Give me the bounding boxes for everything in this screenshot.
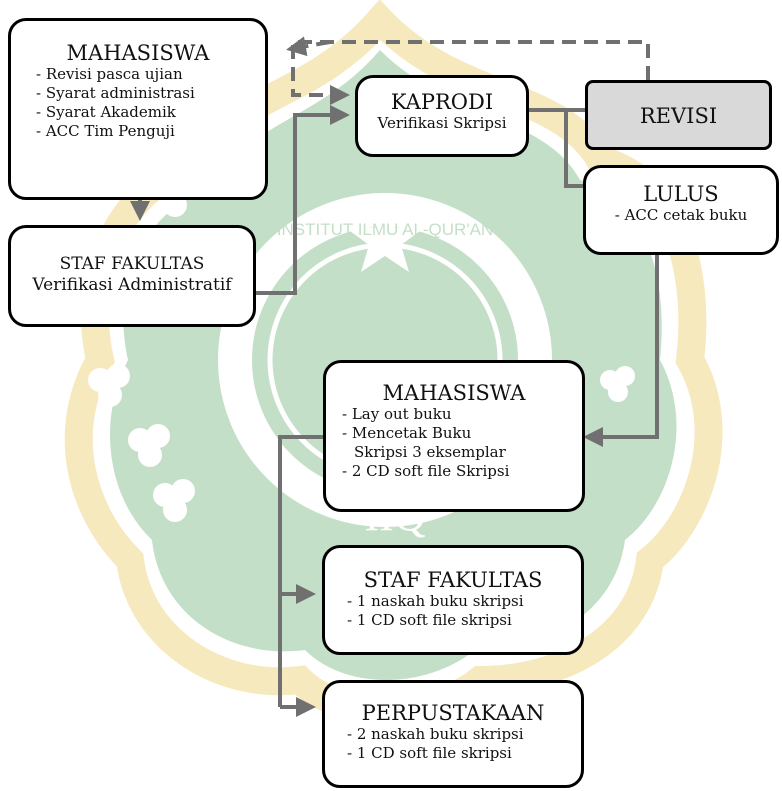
box-subtitle: Verifikasi Skripsi [377, 114, 507, 132]
box-lulus: LULUS - ACC cetak buku [583, 165, 779, 255]
box-revisi: REVISI [585, 80, 772, 150]
box-mahasiswa-submit: MAHASISWA - Revisi pasca ujian - Syarat … [8, 18, 268, 200]
list-item: - ACC Tim Penguji [36, 122, 175, 140]
box-title: REVISI [639, 104, 718, 128]
arrow-revisi-to-mahasiswa [291, 40, 650, 105]
list-item: - Syarat administrasi [36, 84, 195, 102]
arrow-revisi-to-mahasiswa-head [286, 36, 331, 57]
line-mahasiswa-left [278, 435, 323, 707]
box-subtitle: Verifikasi Administratif [32, 275, 232, 295]
box-title: PERPUSTAKAAN [361, 701, 545, 725]
list-item: - Mencetak Buku [342, 424, 472, 442]
list-item: - 2 CD soft file Skripsi [342, 462, 510, 480]
list-item: - Lay out buku [342, 405, 452, 423]
list-item: - 1 CD soft file skripsi [347, 744, 512, 762]
line-kaprodi-to-lulus [564, 110, 583, 188]
list-item: - 2 naskah buku skripsi [347, 725, 524, 743]
list-item: - 1 naskah buku skripsi [347, 592, 524, 610]
box-subtitle: - ACC cetak buku [614, 206, 748, 224]
box-title: STAF FAKULTAS [363, 568, 543, 592]
watermark-star-icon [346, 200, 424, 272]
box-title: STAF FAKULTAS [59, 254, 205, 274]
box-staf-fakultas-penyerahan: STAF FAKULTAS - 1 naskah buku skripsi - … [322, 545, 584, 655]
list-item: - Syarat Akademik [36, 103, 176, 121]
box-title: KAPRODI [390, 90, 494, 114]
watermark-ring-text: INSTITUT ILMU AL-QUR'AN [277, 220, 493, 239]
box-title: MAHASISWA [382, 381, 526, 405]
box-mahasiswa-cetak: MAHASISWA - Lay out buku - Mencetak Buku… [323, 360, 585, 512]
list-item: Skripsi 3 eksemplar [354, 443, 506, 461]
list-item: - 1 CD soft file skripsi [347, 611, 512, 629]
box-title: LULUS [643, 182, 719, 206]
list-item: - Revisi pasca ujian [36, 65, 183, 83]
box-perpustakaan: PERPUSTAKAAN - 2 naskah buku skripsi - 1… [322, 680, 584, 788]
watermark-leaf-icons [88, 174, 635, 522]
box-staf-fakultas-verifikasi: STAF FAKULTAS Verifikasi Administratif [8, 225, 256, 327]
arrow-staf-to-kaprodi [255, 105, 350, 295]
box-title: MAHASISWA [66, 41, 210, 65]
box-kaprodi: KAPRODI Verifikasi Skripsi [355, 75, 529, 157]
arrow-lulus-to-mahasiswa [583, 255, 659, 447]
